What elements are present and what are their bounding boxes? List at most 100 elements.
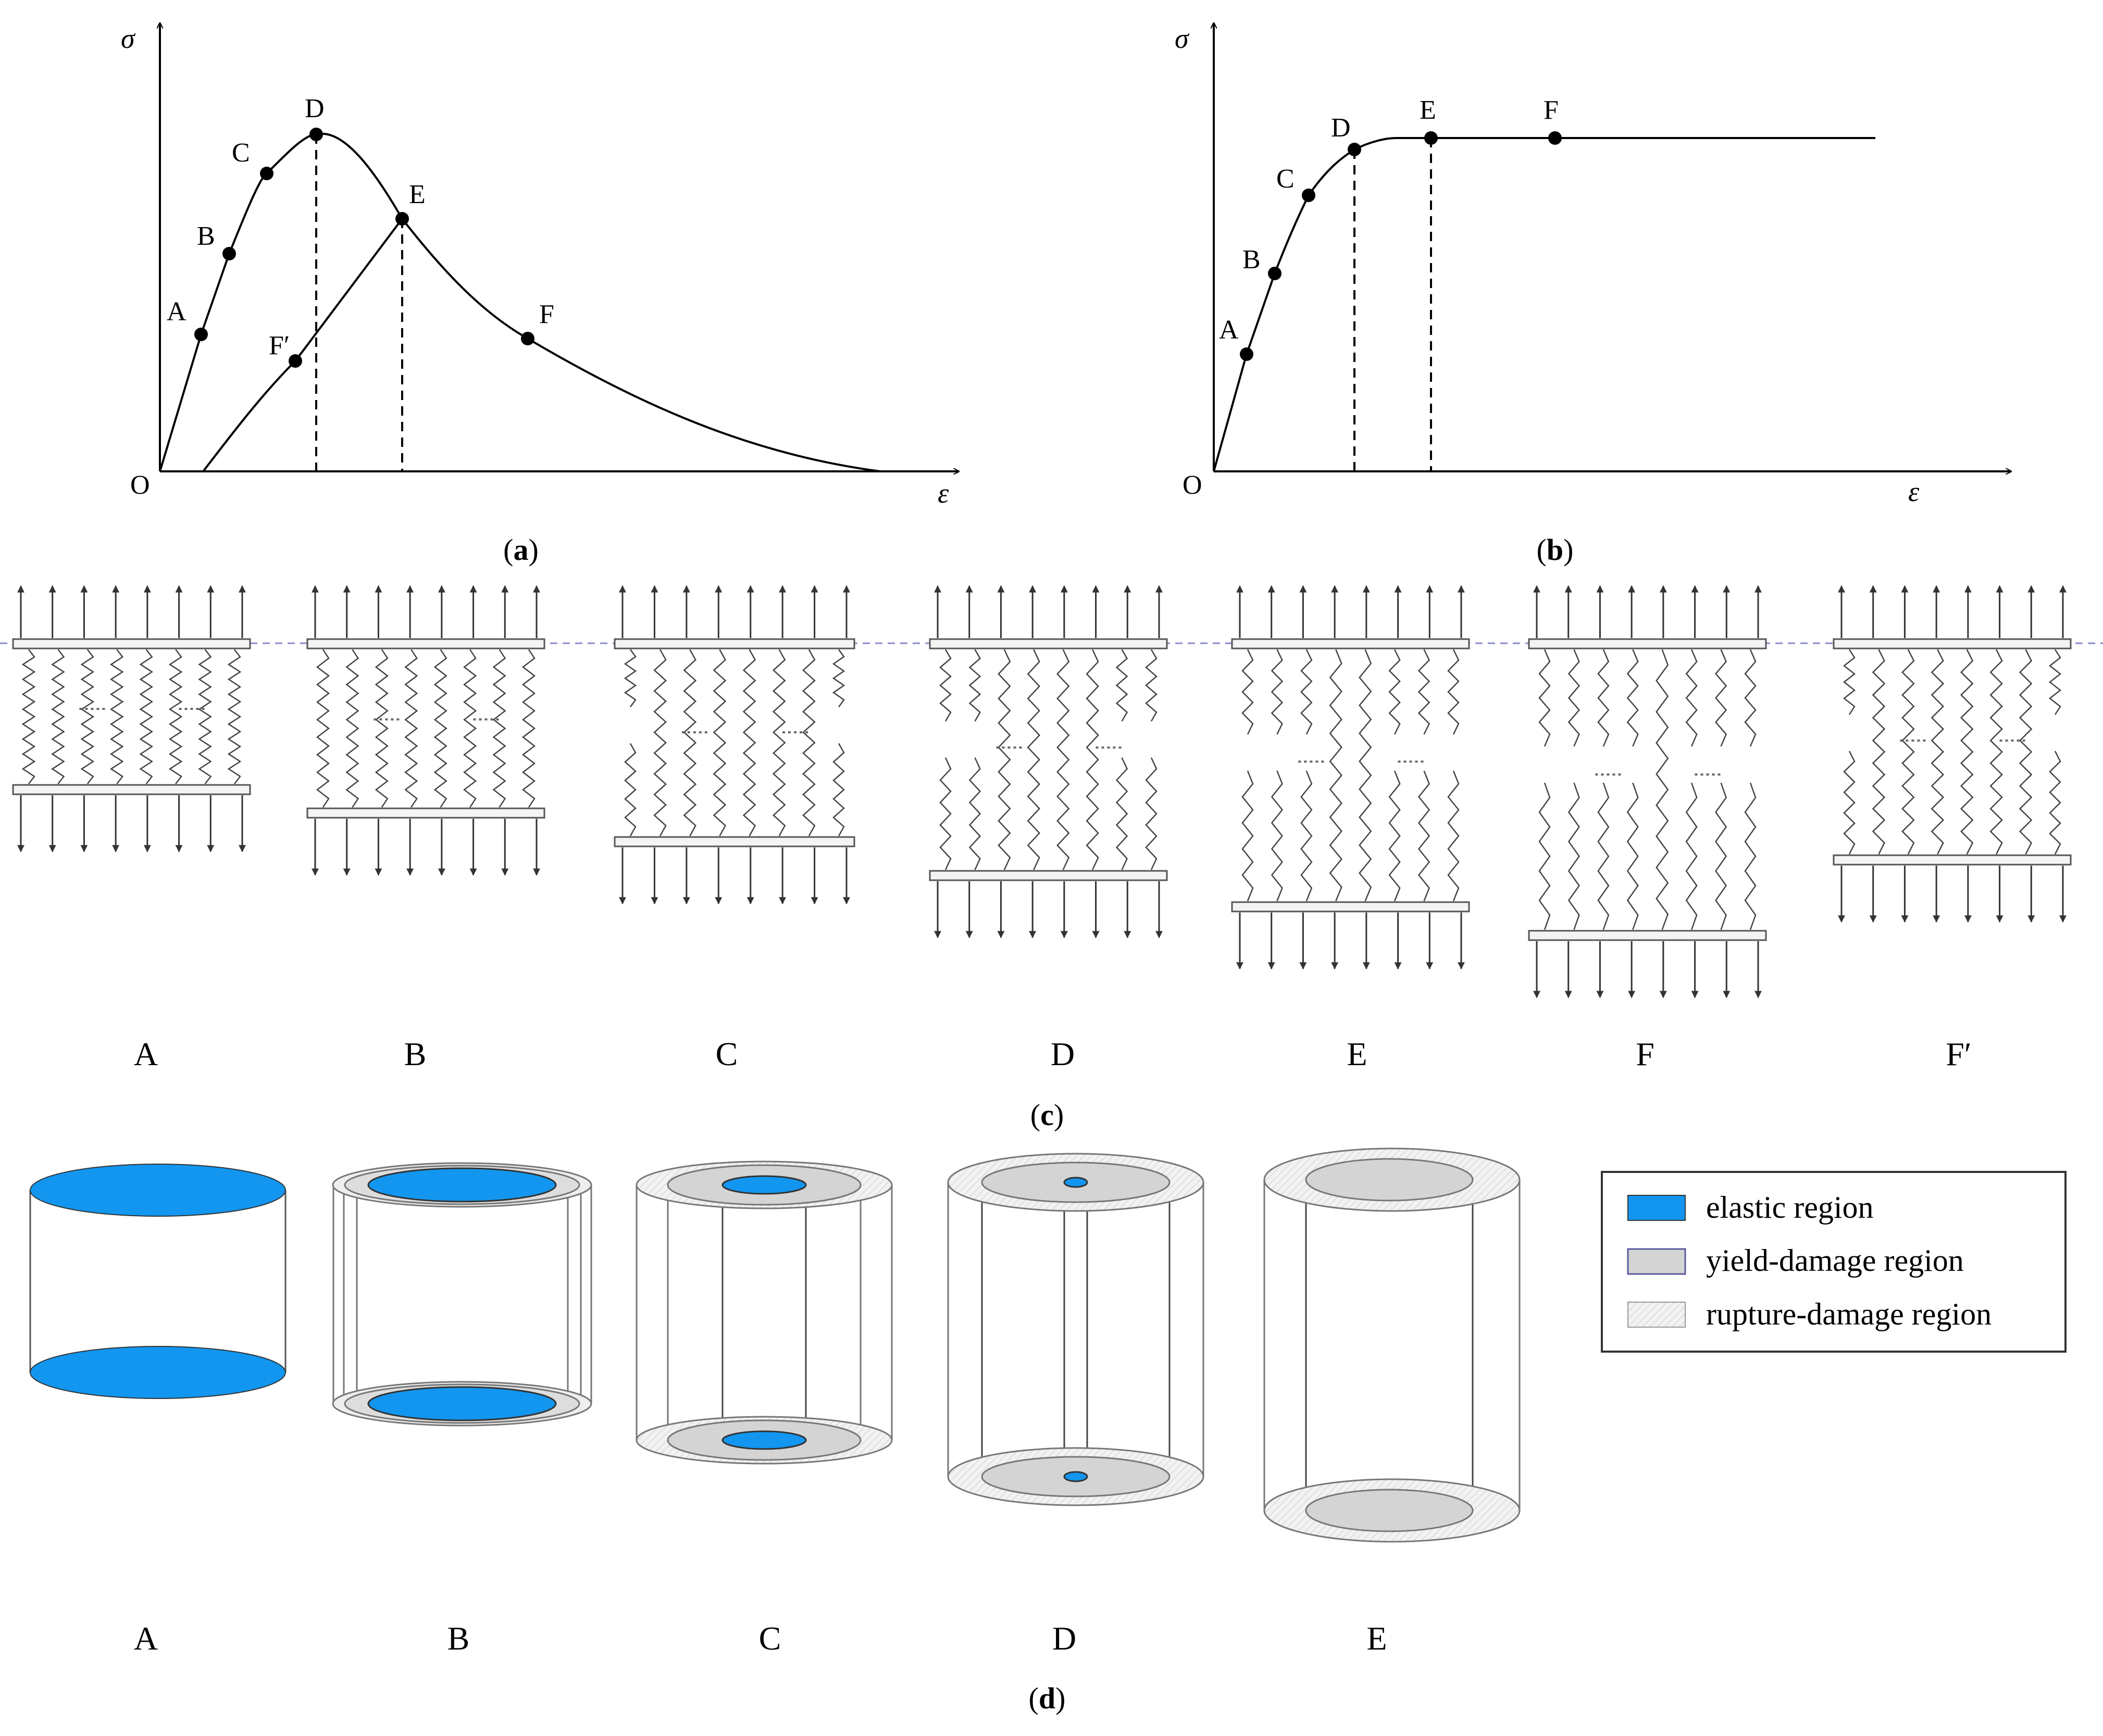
spring [683,649,697,836]
panel-b-x-axis-label: ε [1908,476,1920,507]
panel-a-label-C: C [232,138,250,168]
spring-broken-upper [1685,649,1698,747]
panel-a-point-B [222,247,236,260]
panel-a-point-D [309,128,323,141]
cylinder-D-bottom-elastic [1063,1471,1088,1482]
spring-broken-lower [1388,770,1401,902]
spring-group-top-plate [12,638,251,650]
spring [2019,649,2033,855]
panel-b-point-F [1548,131,1562,145]
spring-broken-lower [1843,751,1856,855]
spring [345,649,359,808]
spring [227,649,242,784]
spring-broken-upper [624,649,637,708]
spring-group [1528,585,1767,998]
panel-b-label-D: D [1331,113,1351,143]
spring-broken-upper [2048,649,2062,715]
cylinder-A-top-elastic [30,1164,286,1217]
cylinder-E [1263,1147,1521,1543]
panel-b-label-E: E [1420,95,1436,125]
panel-d-caption: (d) [1029,1681,1066,1715]
spring-broken-upper [1714,649,1727,747]
panel-b-label-C: C [1276,164,1295,194]
cylinder-C [636,1160,893,1465]
spring-group-top-plate [1833,638,2072,650]
spring [653,649,667,836]
spring [1656,649,1669,930]
spring-broken-upper [1843,649,1856,715]
spring-broken-lower [1271,770,1284,902]
panel-a-label-E: E [409,180,426,209]
panel-b-stress-strain-plastic: σ ε O A B C D E F (b) [1175,23,2011,567]
spring [1901,649,1915,855]
panel-c-stage-label-A: A [134,1035,158,1072]
spring-broken-upper [1567,649,1581,747]
spring-broken-upper [1271,649,1284,735]
spring-group-top-plate [1528,638,1767,650]
legend-box: elastic region yield-damage region ruptu… [1601,1171,2067,1353]
spring [713,649,727,836]
panel-b-label-F: F [1544,95,1559,125]
spring [375,649,389,808]
cylinder-A-bottom-elastic [30,1346,286,1399]
spring [404,649,418,808]
cylinder-A [29,1164,287,1399]
spring [433,649,447,808]
panel-c-stage-label-Fp: F′ [1946,1035,1972,1072]
panel-d-stage-label-B: B [447,1620,470,1657]
panel-b-label-B: B [1242,245,1261,274]
spring-group [929,585,1168,939]
spring-group-bottom-plate [306,807,545,819]
cylinder-E-bottom-yield [1305,1489,1474,1532]
spring [168,649,183,784]
panel-c-stage-label-C: C [716,1035,738,1072]
panel-b-points [1240,131,1562,361]
panel-a-caption: (a) [503,533,539,567]
spring-broken-upper [1597,649,1610,747]
panel-a-y-axis-label: σ [121,23,136,54]
spring-group-top-plate [306,638,545,650]
cylinder-D-top-elastic [1063,1177,1088,1188]
legend-swatch-rupture [1627,1302,1686,1328]
panel-c-stage-label-B: B [404,1035,427,1072]
spring [1359,649,1372,902]
panel-d-stage-labels: A B C D E [134,1620,1387,1657]
spring-broken-upper [1417,649,1430,735]
spring [998,649,1011,870]
panel-c-stage-label-E: E [1347,1035,1367,1072]
cylinder-B [332,1162,592,1427]
panel-a-point-C [260,167,273,180]
panel-b-point-E [1424,131,1438,145]
panel-a-point-A [194,328,208,341]
spring [80,649,95,784]
spring-group-bottom-plate [1833,854,2072,866]
spring-group-top-plate [1231,638,1470,650]
spring [742,649,756,836]
spring [21,649,36,784]
spring-broken-upper [1538,649,1551,747]
spring [51,649,65,784]
panel-b-caption: (b) [1537,533,1574,567]
panel-a-label-B: B [197,221,215,251]
cylinder-D [947,1153,1204,1506]
panel-b-label-A: A [1219,315,1239,345]
spring [802,649,816,836]
spring-broken-lower [1685,782,1698,930]
spring [1027,649,1041,870]
spring [1960,649,1974,855]
spring [463,649,477,808]
spring-group [614,585,855,905]
spring-broken-lower [624,743,637,836]
spring-group-bottom-plate [929,870,1168,881]
panel-a-main-curve [159,132,881,472]
spring [1086,649,1099,870]
panel-a-label-F: F [539,299,554,329]
spring-broken-lower [939,757,952,870]
panel-a-points [194,128,534,368]
spring [1329,649,1342,902]
panel-a-x-axis-label: ε [938,478,949,509]
spring-broken-lower [968,757,981,870]
panel-c-spring-groups [12,585,2072,998]
panel-b-y-axis-label: σ [1175,23,1190,54]
panel-b-origin-label: O [1183,470,1202,500]
